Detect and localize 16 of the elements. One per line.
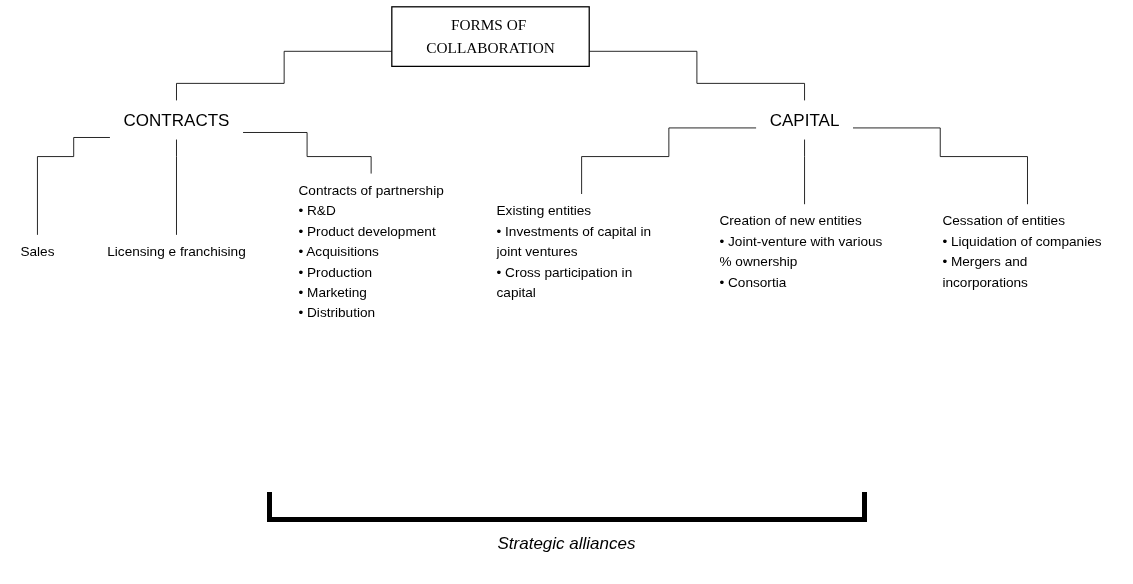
node-text: Contracts of partnership • R&D • Product development • Acquisitions • Production • Marketing • Distribution [298,182,444,320]
node-box: FORMS OF COLLABORATION [391,6,590,67]
node-text: CAPITAL [769,110,840,130]
node-text: Existing entities • Investments of capital in joint ventures • Cross participation in capital [496,203,652,300]
bracket-caption: Strategic alliances [496,534,637,554]
node-text: CONTRACTS [123,110,230,130]
node-text: Creation of new entities • Joint-venture with various % ownership • Consortia [719,213,883,290]
node-text: Licensing e franchising [107,244,246,259]
node-text: Cessation of entities • Liquidation of companies • Mergers and incorporations [942,213,1102,290]
connector [804,139,805,205]
node-text: Sales [20,244,55,259]
connector [581,127,757,195]
connector [176,139,177,236]
connector [852,127,1028,205]
connector [242,132,372,174]
connector [37,137,111,236]
